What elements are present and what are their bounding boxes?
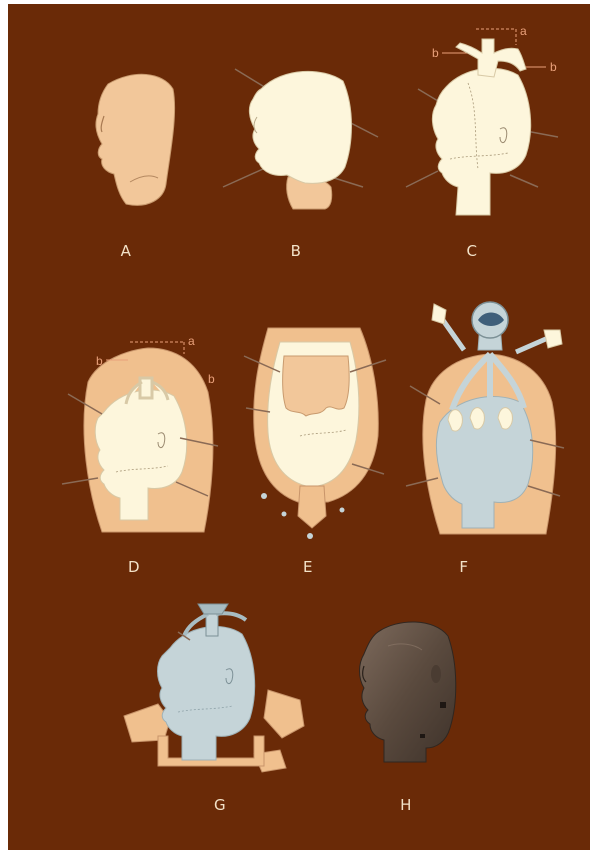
panel-label-f: F: [459, 558, 468, 576]
panel-label-a: A: [121, 242, 132, 260]
stage-a-core: [78, 64, 198, 224]
panel-label-c: C: [467, 242, 478, 260]
callout-d-vent-right: b: [208, 372, 215, 386]
panel-label-g: G: [214, 796, 226, 814]
panel-label-e: E: [303, 558, 313, 576]
callout-d-gate: a: [188, 334, 195, 348]
callout-c-vent-left: b: [432, 46, 439, 60]
stage-f-pouring: [404, 290, 574, 540]
panel-label-h: H: [400, 796, 412, 814]
callout-c-gate: a: [520, 24, 527, 38]
stage-h-finished: [348, 616, 468, 766]
stage-e-burnout: [240, 316, 390, 541]
callout-c-vent-right: b: [550, 60, 557, 74]
stage-c-sprues: [398, 19, 588, 234]
breakout-figure: [118, 590, 313, 780]
invested-mould-figure: [58, 322, 238, 542]
callout-d-vent-left: b: [96, 354, 103, 368]
sprued-model-figure: [398, 19, 588, 234]
stage-d-investment: [58, 322, 238, 542]
stage-b-wax-model: [213, 59, 383, 229]
finished-bronze-head: [348, 616, 468, 766]
process-plate: A B a b b: [8, 4, 590, 850]
panel-label-b: B: [291, 242, 302, 260]
core-head-figure: [78, 64, 198, 224]
wax-model-figure: [213, 59, 383, 229]
panel-label-d: D: [128, 558, 140, 576]
burnout-mould-figure: [240, 316, 390, 541]
pouring-mould-figure: [404, 290, 574, 540]
stage-g-breakout: [118, 590, 313, 780]
